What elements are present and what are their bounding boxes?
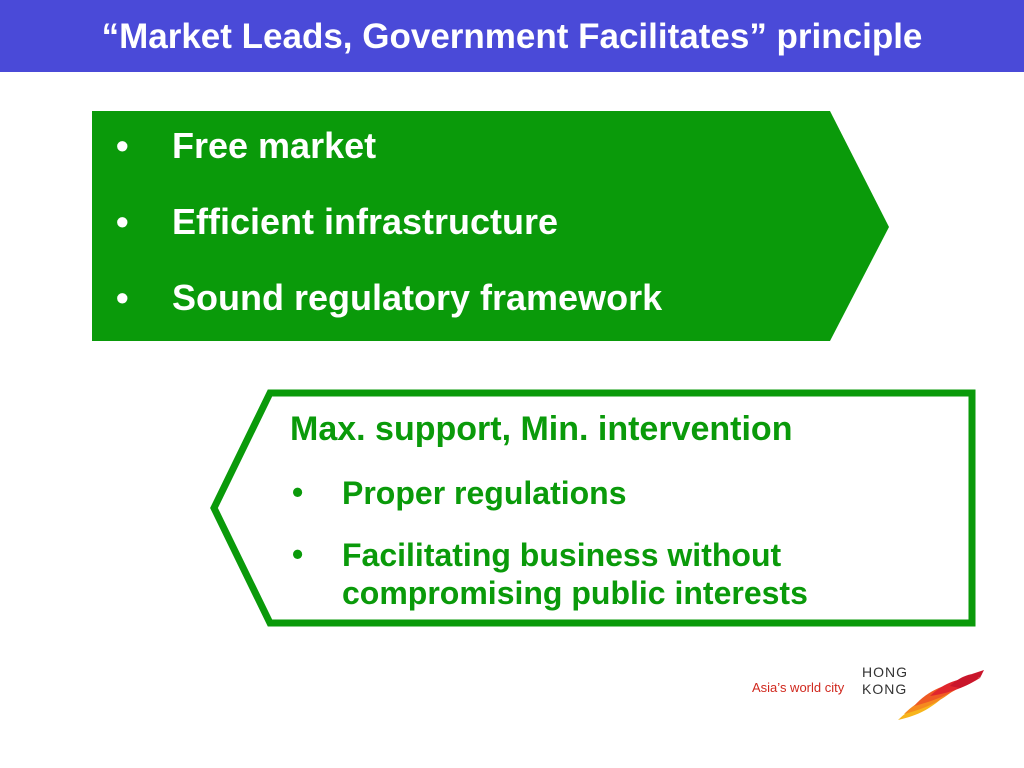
slide-title: “Market Leads, Government Facilitates” p… [101,17,923,56]
market-arrow-box [92,111,889,341]
government-arrow-box [210,389,976,627]
bullet-icon: • [116,125,129,166]
bullet-icon: • [292,536,304,572]
bullet-icon: • [116,201,129,242]
brand-kong: KONG [862,681,908,697]
list-item-text: Free market [172,125,377,166]
list-item-text: compromising public interests [342,575,808,611]
list-item-text: Efficient infrastructure [172,201,559,242]
title-bar [0,0,1024,72]
government-heading: Max. support, Min. intervention [290,410,793,448]
list-item-text: Proper regulations [342,475,627,511]
bullet-icon: • [116,277,129,318]
bullet-icon: • [292,474,304,510]
list-item-text: Sound regulatory framework [172,277,663,318]
brand-tagline: Asia’s world city [752,680,845,695]
brand-hong: HONG [862,664,908,680]
dragon-icon [898,670,984,720]
list-item-text: Facilitating business without [342,537,782,573]
brand-hong-kong-logo: Asia’s world city HONG KONG [750,660,990,730]
